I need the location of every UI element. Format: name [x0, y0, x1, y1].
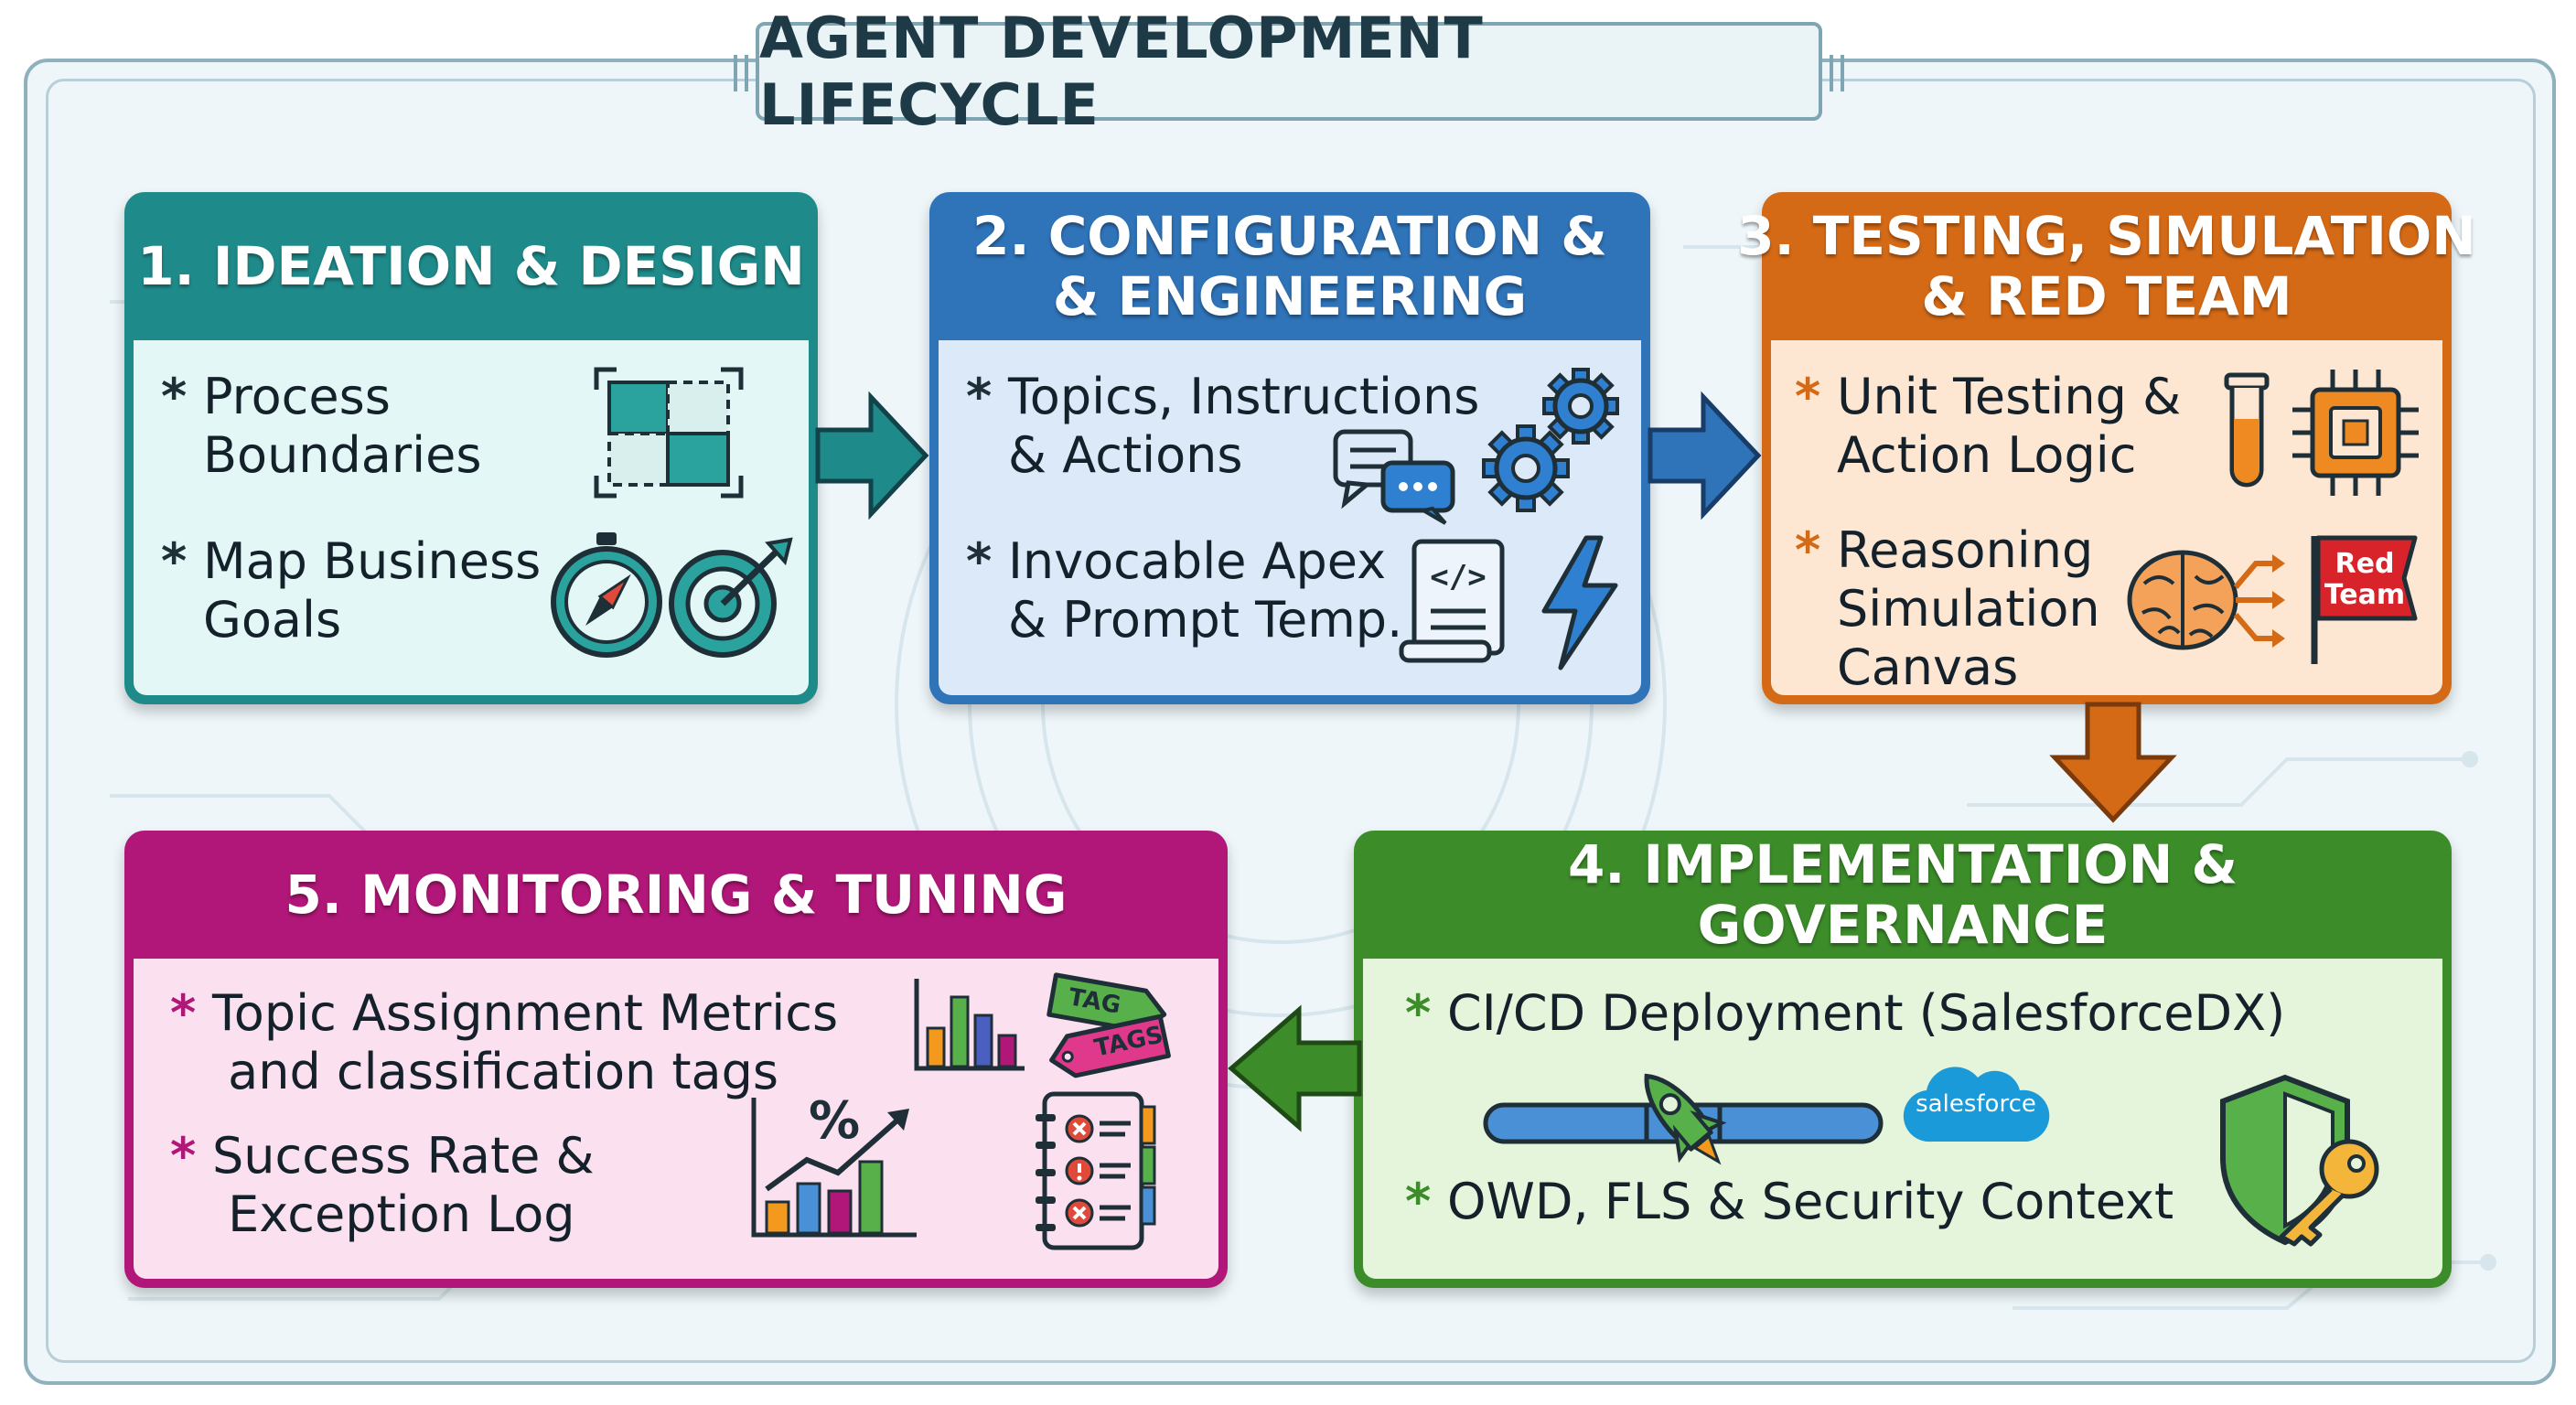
chat-bubbles-icon — [1333, 429, 1455, 525]
flow-arrow-4-to-5 — [1228, 1004, 1362, 1132]
compass-icon — [551, 532, 662, 658]
stage-1-item-process-boundaries: * Process Boundaries — [161, 368, 481, 485]
shield-key-icon — [2220, 1074, 2379, 1247]
stage-1-item-map-business-goals: * Map Business Goals — [161, 532, 541, 649]
item-text: Process Boundaries — [203, 368, 482, 484]
salesforce-cloud-icon — [1903, 1067, 2050, 1142]
stage-configuration-engineering: 2. CONFIGURATION & & ENGINEERING — [929, 192, 1650, 704]
bullet-star: * — [161, 532, 188, 590]
stage-1-heading: 1. IDEATION & DESIGN — [137, 235, 805, 297]
diagram-title: AGENT DEVELOPMENT LIFECYCLE — [759, 5, 1484, 138]
bullet-star: * — [170, 1127, 197, 1185]
stage-2-heading: 2. CONFIGURATION & & ENGINEERING — [972, 205, 1607, 327]
bar-chart-icon — [914, 979, 1025, 1071]
item-text: Topic Assignment Metrics and classificat… — [212, 984, 839, 1100]
item-text: Unit Testing & Action Logic — [1837, 368, 2182, 484]
exception-checklist-icon — [1036, 1091, 1156, 1250]
svg-text:</>: </> — [1430, 559, 1486, 595]
title-connector-lines — [734, 55, 1844, 91]
salesforce-logo-text: salesforce — [1916, 1090, 2036, 1118]
item-text: Success Rate & Exception Log — [212, 1127, 595, 1243]
target-icon — [669, 537, 793, 658]
stage-3-heading: 3. TESTING, SIMULATION & RED TEAM — [1737, 205, 2476, 327]
stage-4-heading: 4. IMPLEMENTATION & GOVERNANCE — [1567, 833, 2238, 956]
stage-5-item-success-rate: * Success Rate & Exception Log — [170, 1127, 595, 1244]
title-plate: AGENT DEVELOPMENT LIFECYCLE — [756, 5, 1822, 138]
stage-2-item-topics-instructions: * Topics, Instructions & Actions — [966, 368, 1479, 485]
stage-5-item-topic-assignment-metrics: * Topic Assignment Metrics and classific… — [170, 984, 838, 1101]
red-team-flag-icon — [2311, 535, 2418, 664]
stage-3-item-reasoning-simulation: * Reasoning Simulation Canvas — [1795, 521, 2100, 697]
gears-icon — [1482, 368, 1619, 512]
tags-icon — [1046, 972, 1171, 1078]
test-tube-icon — [2224, 372, 2270, 488]
stage-2-item-invocable-apex: * Invocable Apex & Prompt Temp. — [966, 532, 1402, 649]
item-text: Topics, Instructions & Actions — [1008, 368, 1480, 484]
stage-4-item-owd-fls-security: * OWD, FLS & Security Context — [1405, 1173, 2174, 1231]
item-text: CI/CD Deployment (SalesforceDX) — [1447, 984, 2286, 1042]
stage-4-item-cicd-deployment: * CI/CD Deployment (SalesforceDX) — [1405, 984, 2285, 1043]
item-text: Reasoning Simulation Canvas — [1837, 521, 2100, 696]
stage-3-item-unit-testing: * Unit Testing & Action Logic — [1795, 368, 2181, 485]
rocket-pipeline-icon — [1483, 1073, 1884, 1165]
stage-2-body — [939, 340, 1641, 695]
bullet-star: * — [966, 532, 993, 590]
bullet-star: * — [966, 368, 993, 425]
percent-sign: % — [809, 1091, 861, 1151]
flow-arrow-3-to-4 — [2049, 702, 2177, 823]
processor-chip-icon — [2292, 370, 2419, 496]
bullet-star: * — [1795, 368, 1821, 425]
growth-chart-icon — [751, 1098, 917, 1238]
lightning-bolt-icon — [1541, 535, 1618, 670]
bullet-star: * — [1405, 984, 1432, 1042]
selection-grid-icon — [594, 367, 744, 499]
flow-arrow-1-to-2 — [815, 391, 929, 520]
code-scroll-icon: </> — [1399, 539, 1505, 663]
flow-arrow-2-to-3 — [1648, 391, 1762, 520]
item-text: Invocable Apex & Prompt Temp. — [1008, 532, 1403, 649]
bullet-star: * — [1405, 1173, 1432, 1230]
item-text: OWD, FLS & Security Context — [1447, 1173, 2174, 1230]
bullet-star: * — [1795, 521, 1821, 579]
stage-5-heading: 5. MONITORING & TUNING — [284, 863, 1068, 926]
stage-implementation-governance: 4. IMPLEMENTATION & GOVERNANCE — [1354, 831, 2452, 1288]
bullet-star: * — [170, 984, 197, 1042]
brain-icon — [2127, 550, 2285, 650]
red-team-flag-label: Red Team — [2324, 548, 2406, 611]
item-text: Map Business Goals — [203, 532, 542, 649]
bullet-star: * — [161, 368, 188, 425]
